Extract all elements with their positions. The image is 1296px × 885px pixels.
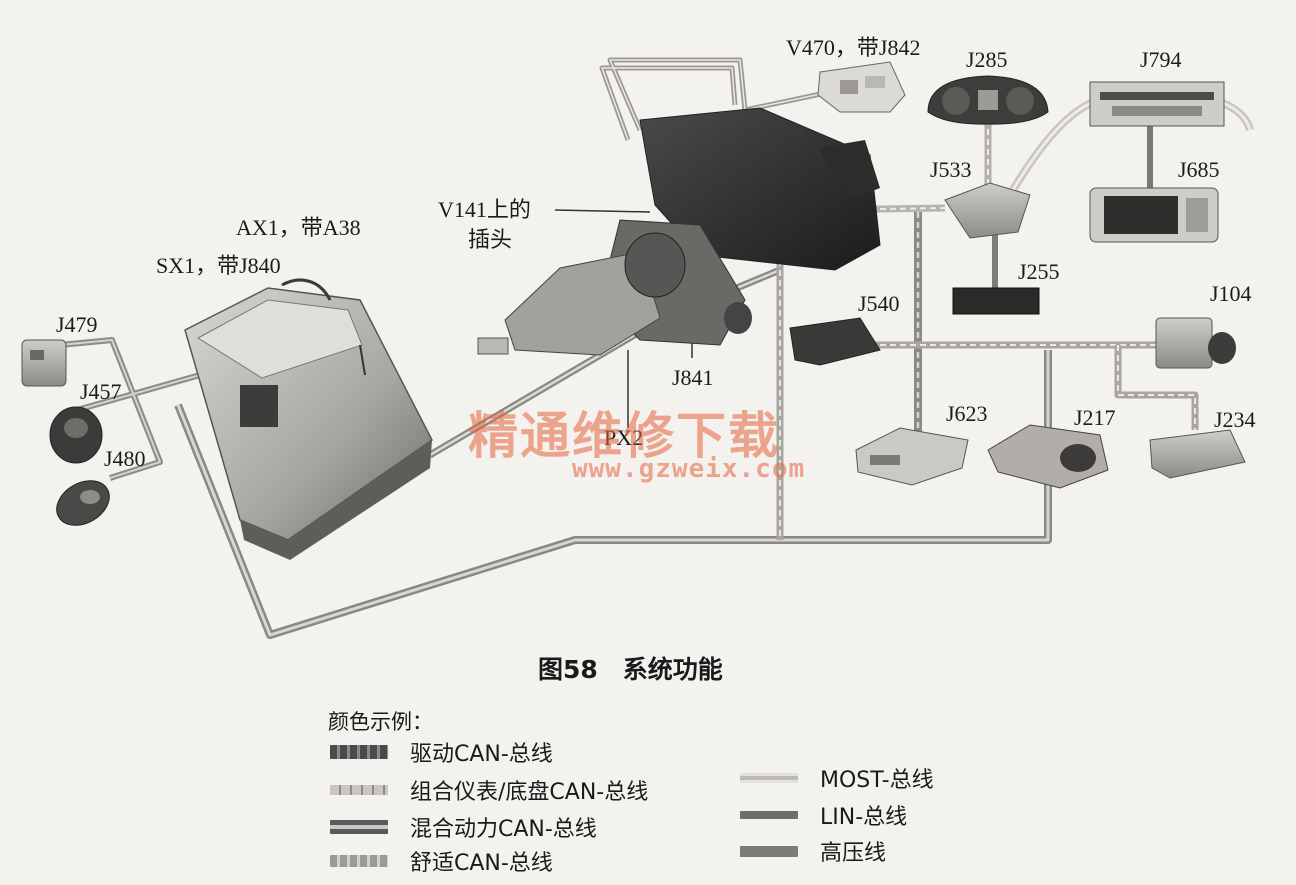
legend-item-most: MOST-总线: [740, 763, 934, 793]
label-j794: J794: [1140, 47, 1182, 72]
sensor-j479: [21, 339, 67, 387]
legend-swatch-most: [740, 773, 798, 783]
airbag-unit-j234: [1149, 429, 1246, 479]
label-v141-line2: 插头: [468, 227, 513, 252]
label-ax1: AX1，带A38: [236, 215, 361, 240]
instrument-cluster-j285: [927, 75, 1049, 125]
bus-lines: [59, 57, 1254, 639]
legend-swatch-hybrid: [330, 820, 388, 834]
battery-pack: [184, 278, 433, 560]
label-j104: J104: [1210, 281, 1252, 306]
legend-item-chassis-can: 组合仪表/底盘CAN-总线: [330, 775, 648, 805]
label-sx1: SX1，带J840: [156, 253, 281, 278]
legend-label: 混合动力CAN-总线: [410, 817, 597, 842]
label-px2: PX2: [604, 425, 644, 450]
label-j217: J217: [1074, 405, 1116, 430]
label-v470: V470，带J842: [786, 35, 921, 60]
gearbox-control-j217: [987, 424, 1109, 489]
legend-swatch-comfort: [330, 855, 388, 867]
legend-item-lin: LIN-总线: [740, 800, 907, 830]
legend-label: 驱动CAN-总线: [410, 742, 553, 767]
sensor-j457: [49, 406, 103, 464]
label-j685: J685: [1178, 157, 1220, 182]
label-j623: J623: [946, 401, 988, 426]
legend-item-comfort-can: 舒适CAN-总线: [330, 846, 553, 876]
legend-swatch-chassis: [330, 785, 388, 795]
legend-label: 高压线: [820, 841, 887, 866]
legend-item-hybrid-can: 混合动力CAN-总线: [330, 812, 597, 842]
legend-swatch-drive: [330, 745, 388, 759]
label-j841: J841: [672, 365, 714, 390]
gateway-j533: [944, 182, 1031, 239]
climate-panel-j255: [952, 287, 1040, 315]
label-j234: J234: [1214, 407, 1256, 432]
legend-label: MOST-总线: [820, 768, 934, 793]
legend-swatch-hv: [740, 845, 798, 857]
legend-item-drive-can: 驱动CAN-总线: [330, 737, 553, 767]
label-j285: J285: [966, 47, 1008, 72]
watermark-url: www.gzweix.com: [572, 454, 806, 484]
label-j457: J457: [80, 379, 122, 404]
abs-unit-j104: [1155, 317, 1236, 369]
ecu-j623: [855, 427, 969, 486]
label-j479: J479: [56, 312, 98, 337]
radio-j794: [1089, 81, 1225, 127]
watermark-text: 精通维修下载: [468, 407, 780, 465]
legend-label: LIN-总线: [820, 805, 908, 830]
figure-caption: 图58 系统功能: [538, 655, 723, 684]
label-j540: J540: [858, 291, 900, 316]
label-v141-line1: V141上的: [438, 197, 531, 222]
label-j480: J480: [104, 446, 146, 471]
display-j685: [1089, 187, 1219, 243]
label-j533: J533: [930, 157, 972, 182]
engine-transmission: [477, 107, 881, 356]
legend-label: 舒适CAN-总线: [410, 851, 553, 876]
module-j540: [789, 317, 881, 366]
legend-item-high-voltage: 高压线: [740, 836, 886, 866]
legend-label: 组合仪表/底盘CAN-总线: [410, 780, 649, 805]
pump-v470: [817, 61, 906, 113]
legend-swatch-lin: [740, 811, 798, 819]
sensor-j480: [56, 480, 110, 526]
label-j255: J255: [1018, 259, 1060, 284]
legend-title: 颜色示例：: [328, 710, 433, 734]
